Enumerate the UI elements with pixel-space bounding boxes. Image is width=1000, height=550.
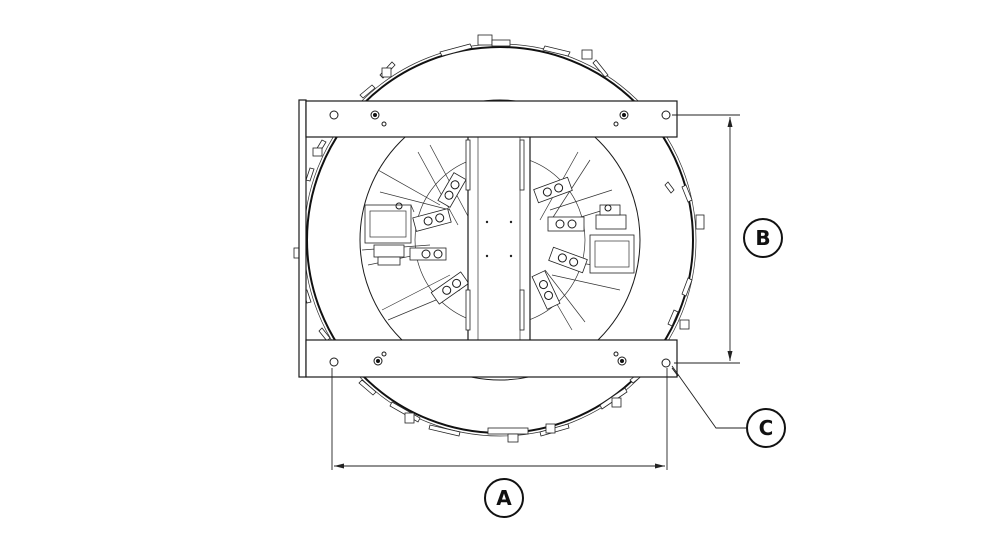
right-motor-unit (589, 204, 635, 274)
spoke-blocks (409, 172, 588, 310)
callout-c: C (746, 408, 786, 448)
callout-b-label: B (755, 226, 770, 250)
bottom-cross-plate (305, 339, 679, 378)
rim-clamps (293, 34, 705, 443)
callout-b: B (743, 218, 783, 258)
left-side-plate (298, 99, 307, 378)
left-motor-unit (364, 202, 415, 266)
inner-disc (359, 99, 641, 381)
callout-c-label: C (759, 416, 774, 440)
callout-a: A (484, 478, 524, 518)
dimension-b (672, 114, 740, 364)
callout-a-label: A (496, 486, 512, 510)
center-beam (465, 135, 531, 343)
leader-c (671, 365, 746, 429)
top-cross-plate (305, 100, 678, 138)
dimension-a (331, 368, 668, 470)
